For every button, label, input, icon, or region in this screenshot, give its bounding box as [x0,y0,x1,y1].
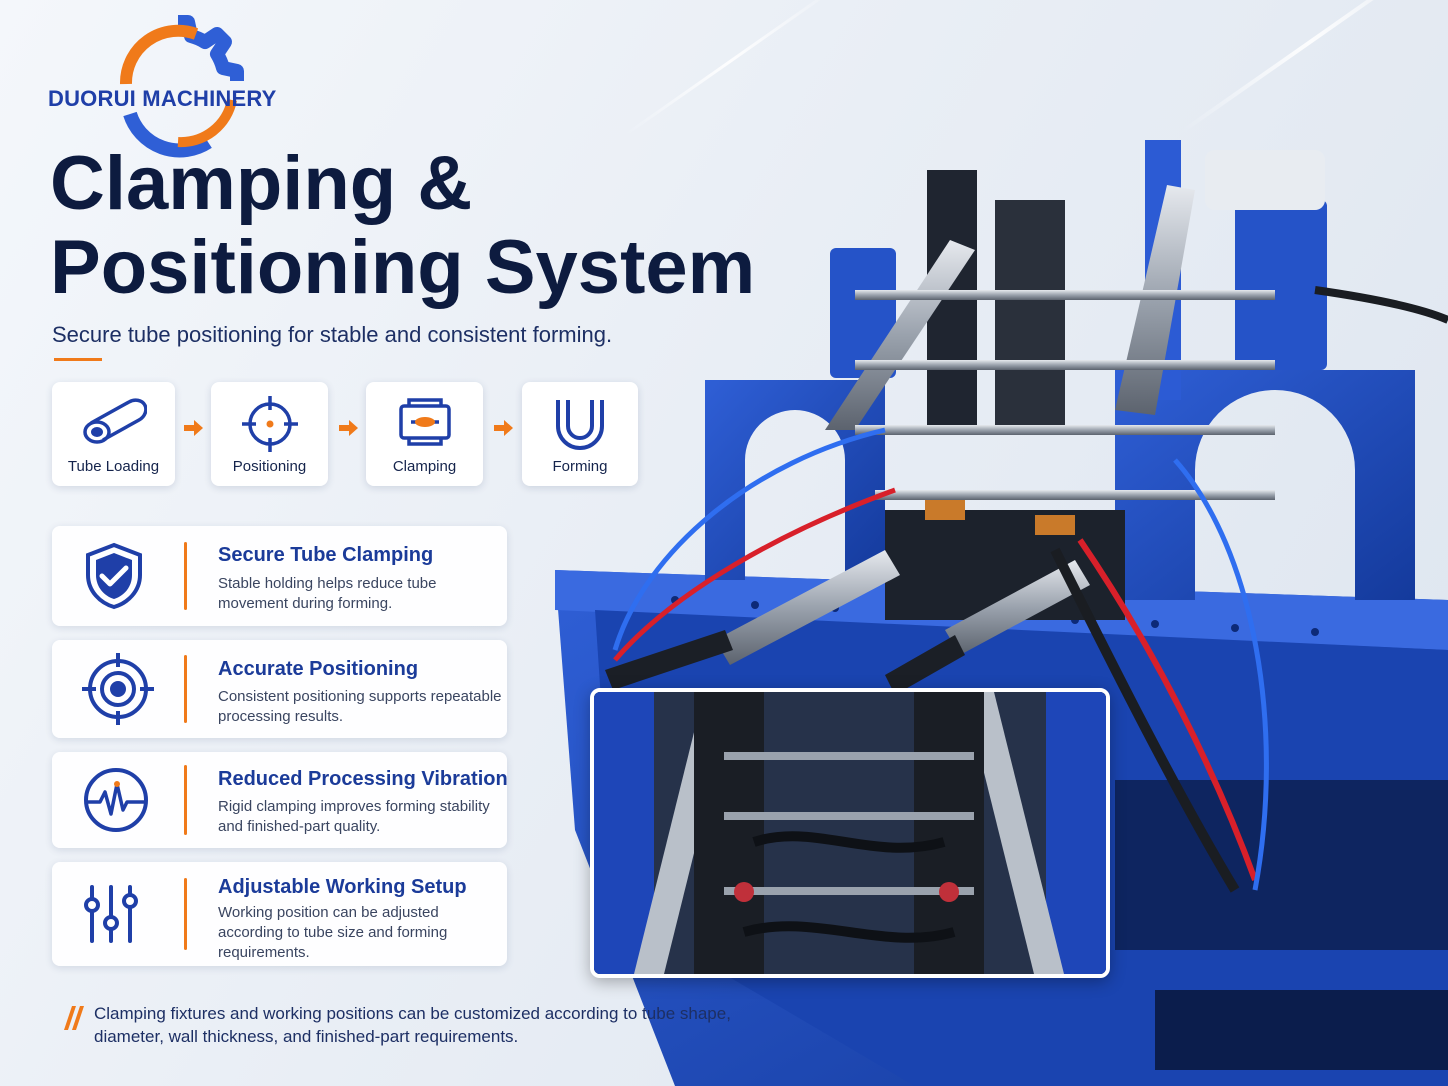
feature-description: Rigid clamping improves forming stabilit… [218,798,490,835]
page-title: Clamping & Positioning System [50,142,755,310]
shield-check-icon [86,542,142,610]
feature-title: Accurate Positioning [218,658,419,680]
slash-accent-icon [64,1006,84,1030]
clamp-icon [398,398,451,446]
arrow-right-icon [494,420,513,436]
brand-name: DUORUI MACHINERY [48,86,277,111]
title-line-1: Clamping & [50,141,473,226]
card-divider [184,765,187,835]
crosshair-icon [241,396,298,452]
feature-description: Consistent positioning supports repeatab… [218,688,502,725]
card-divider [184,878,187,950]
feature-card-reduced-vibration: Reduced Processing Vibration Rigid clamp… [52,752,508,848]
process-step-tube-loading: Tube Loading [52,382,175,486]
target-icon [82,653,154,725]
process-step-clamping: Clamping [366,382,483,486]
closeup-photo-inset [590,688,1110,978]
step-label: Clamping [392,458,457,475]
feature-description: Working position can be adjusted accordi… [218,904,448,961]
gear-logo-icon [119,15,244,158]
step-label: Positioning [232,458,307,475]
page-subtitle: Secure tube positioning for stable and c… [52,322,613,347]
sliders-icon [84,885,138,943]
subtitle-accent-rule [54,358,102,361]
feature-description: Stable holding helps reduce tube movemen… [218,575,437,612]
card-divider [184,655,187,723]
step-label: Tube Loading [67,458,160,475]
title-line-2: Positioning System [50,225,756,310]
arrow-right-icon [339,420,358,436]
background-streak [1177,0,1443,136]
feature-title: Secure Tube Clamping [218,544,434,566]
feature-card-secure-tube-clamping: Secure Tube Clamping Stable holding help… [52,526,507,626]
tube-icon [82,398,147,444]
process-step-forming: Forming [522,382,638,486]
closeup-drawing [594,692,1106,974]
feature-title: Reduced Processing Vibration [218,768,508,790]
background-streak [622,0,838,138]
card-divider [184,542,187,610]
feature-card-accurate-positioning: Accurate Positioning Consistent position… [52,640,507,738]
step-label: Forming [552,458,608,475]
u-bend-icon [556,400,604,450]
arrow-right-icon [184,420,203,436]
process-step-positioning: Positioning [211,382,328,486]
feature-card-adjustable-setup: Adjustable Working Setup Working positio… [52,862,507,966]
feature-title: Adjustable Working Setup [218,876,467,898]
footer-note: Clamping fixtures and working positions … [94,1004,731,1046]
brand-logo: DUORUI MACHINERY [48,14,308,164]
vibration-wave-icon [84,768,148,832]
